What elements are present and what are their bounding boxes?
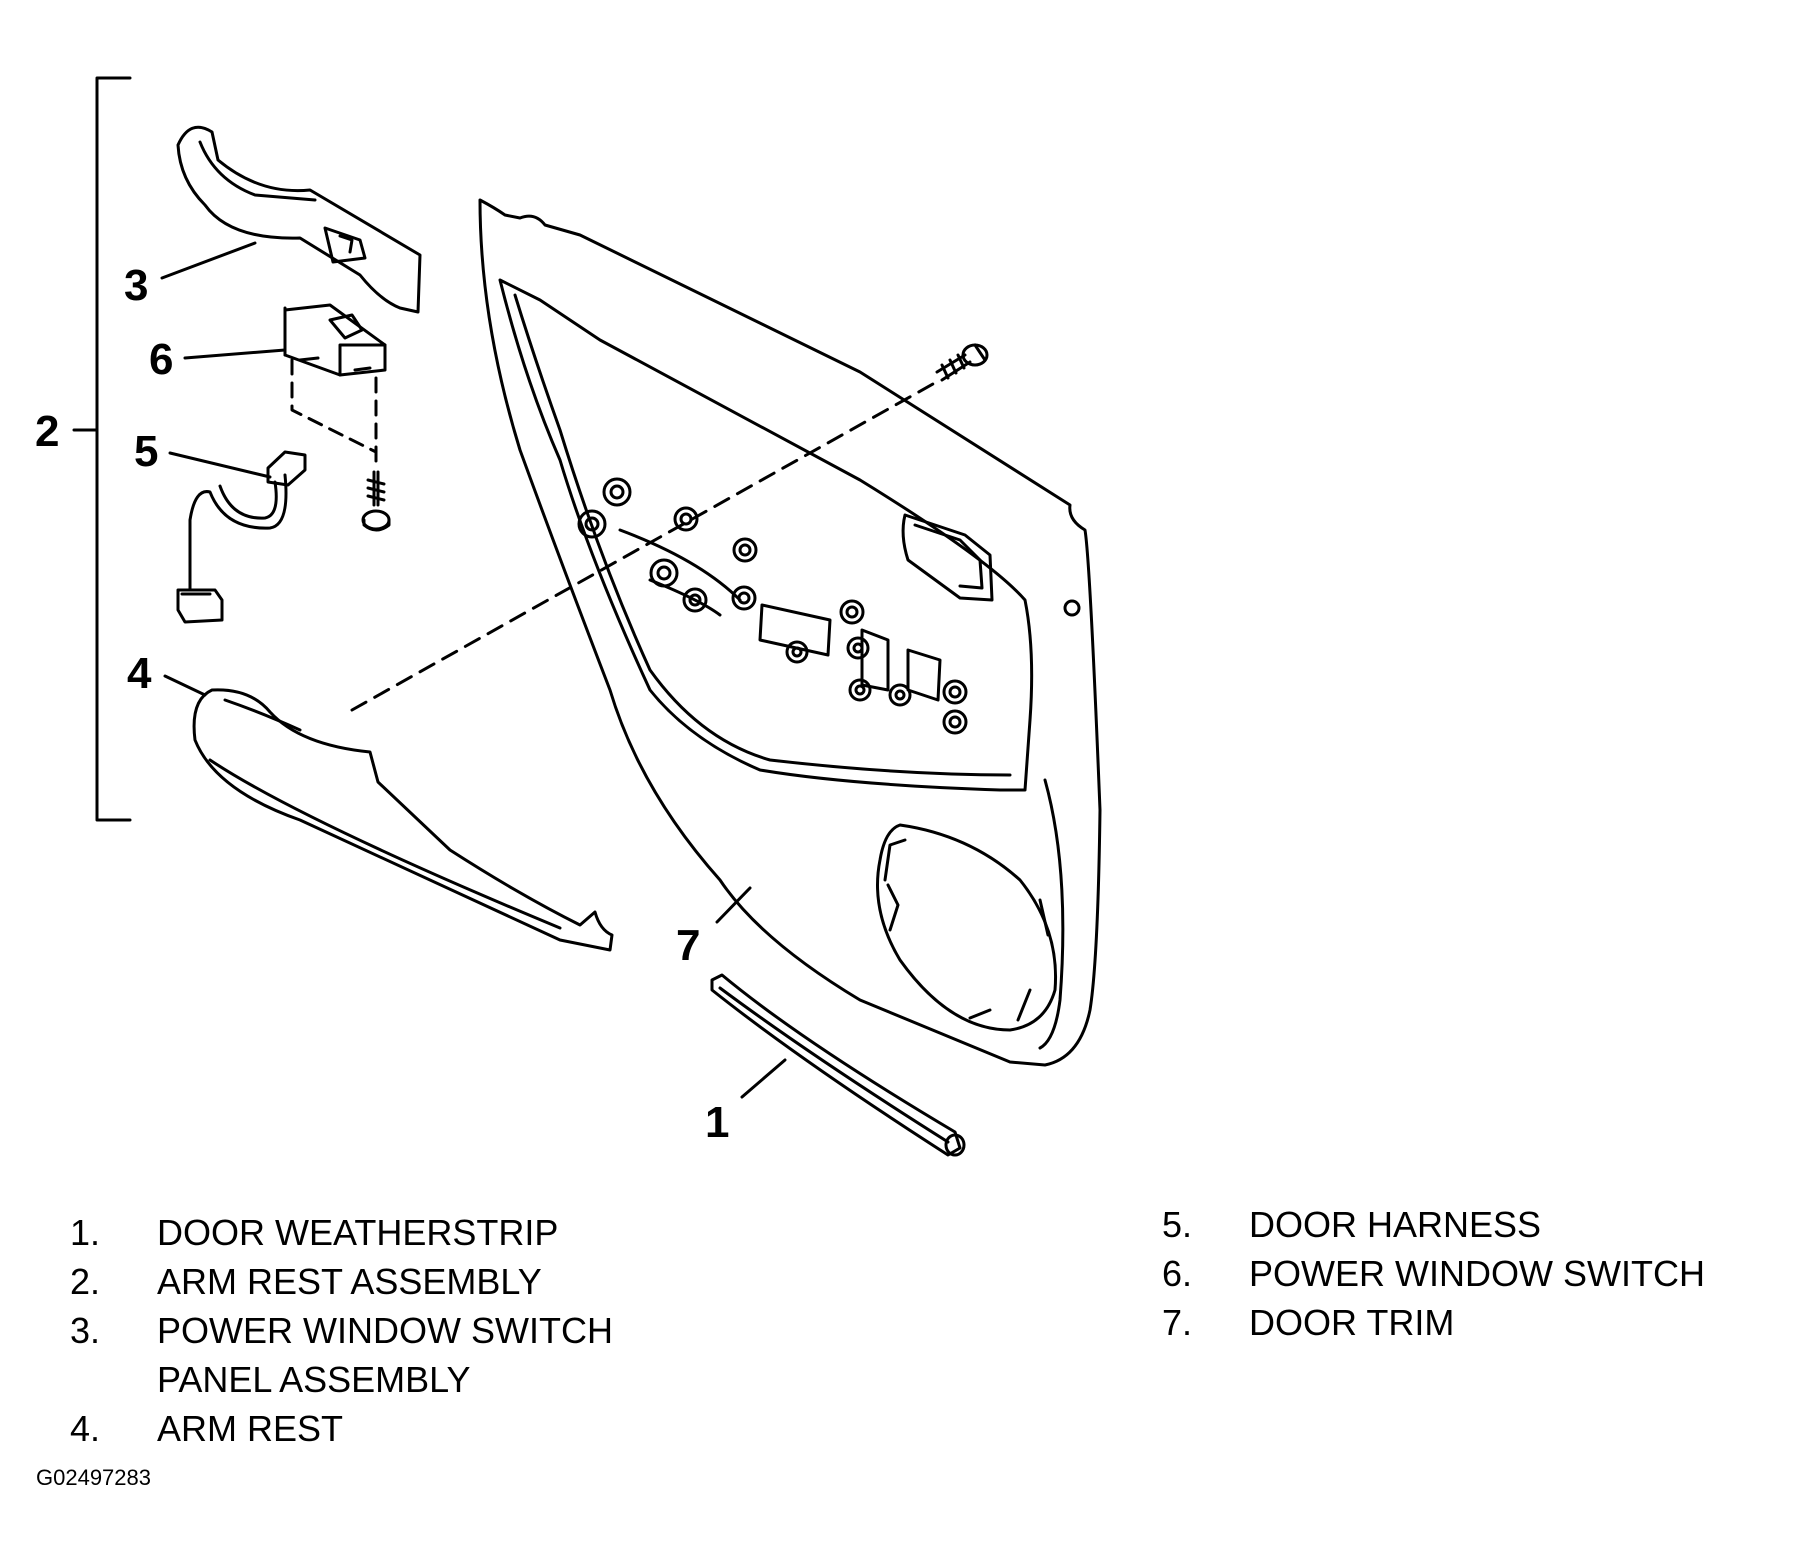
legend-number: 1. [70,1212,101,1253]
legend-label: POWER WINDOW SWITCH [1249,1253,1705,1294]
callout-5: 5 [134,427,158,476]
legend-item-3-continued: PANEL ASSEMBLY [70,1355,613,1404]
door-weatherstrip-part [710,973,966,1157]
window-switch-part [283,303,387,377]
door-trim-part [478,198,1102,1067]
legend-item-7: 7. DOOR TRIM [1162,1298,1705,1347]
leader-line-6 [183,348,287,360]
legend-item-3: 3. POWER WINDOW SWITCH [70,1306,613,1355]
callout-6: 6 [149,335,173,384]
callout-1: 1 [705,1098,729,1147]
legend-number: 6. [1162,1253,1193,1294]
legend-right: 5. DOOR HARNESS 6. POWER WINDOW SWITCH 7… [1162,1200,1705,1347]
leader-line-5 [168,451,272,479]
leader-line-1 [740,1058,787,1099]
legend-label: PANEL ASSEMBLY [157,1359,471,1400]
legend-item-4: 4. ARM REST [70,1404,613,1453]
legend-item-1: 1. DOOR WEATHERSTRIP [70,1208,613,1257]
callout-3: 3 [124,261,148,310]
legend-item-2: 2. ARM REST ASSEMBLY [70,1257,613,1306]
small-screw [361,470,391,532]
switch-dashed-guide [290,358,378,472]
callout-4: 4 [127,649,152,698]
legend-number: 3. [70,1310,101,1351]
legend-label: ARM REST [157,1408,344,1449]
trim-screw [935,343,989,382]
leader-line-4 [163,674,207,697]
door-harness-part [176,450,307,624]
callout-7: 7 [676,921,700,970]
legend-label: DOOR TRIM [1249,1302,1455,1343]
mounting-dashed-line [350,378,942,712]
legend-number: 5. [1162,1204,1193,1245]
switch-panel-part [176,125,422,314]
legend-label: POWER WINDOW SWITCH [157,1310,613,1351]
legend-number: 7. [1162,1302,1193,1343]
legend-label: DOOR WEATHERSTRIP [157,1212,559,1253]
arm-rest-part [192,688,614,952]
legend-item-5: 5. DOOR HARNESS [1162,1200,1705,1249]
figure-code: G02497283 [36,1465,151,1490]
leader-line-3 [160,241,257,280]
callout-2: 2 [35,407,59,456]
legend-label: DOOR HARNESS [1249,1204,1542,1245]
legend-label: ARM REST ASSEMBLY [157,1261,542,1302]
legend-number: 2. [70,1261,101,1302]
legend-left: 1. DOOR WEATHERSTRIP 2. ARM REST ASSEMBL… [70,1208,613,1453]
legend-item-6: 6. POWER WINDOW SWITCH [1162,1249,1705,1298]
leader-line-7 [715,886,752,924]
assembly-bracket [95,76,132,822]
legend-number: 4. [70,1408,101,1449]
